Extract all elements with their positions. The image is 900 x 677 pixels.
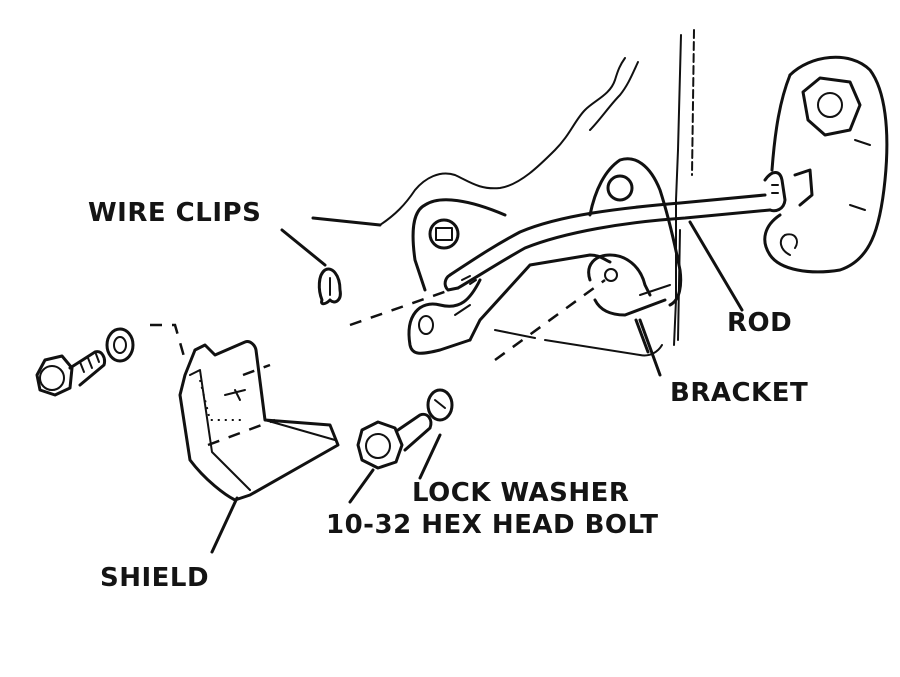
left-bolt bbox=[35, 327, 135, 397]
label-wire-clips: WIRE CLIPS bbox=[88, 198, 262, 228]
left-washer-icon bbox=[105, 327, 135, 363]
label-bracket: BRACKET bbox=[670, 378, 809, 408]
label-shield: SHIELD bbox=[100, 563, 210, 593]
hex-bolt-head-icon bbox=[356, 420, 404, 470]
assembly-lines bbox=[150, 278, 606, 362]
wire-clip bbox=[317, 267, 342, 306]
lower-bolt bbox=[356, 388, 454, 470]
shield bbox=[178, 340, 340, 502]
bracket bbox=[407, 157, 683, 355]
mounting-plate bbox=[411, 198, 507, 292]
nut-icon bbox=[428, 218, 460, 250]
wire-clip-leader bbox=[280, 228, 327, 267]
shield-leader bbox=[210, 496, 239, 554]
wire-clips-leader bbox=[311, 216, 382, 227]
bolt-head-icon bbox=[35, 354, 74, 397]
lever-nut-icon bbox=[801, 76, 862, 137]
lock-washer-icon bbox=[426, 388, 454, 422]
bolt-leader bbox=[348, 468, 375, 504]
rod bbox=[443, 171, 787, 292]
label-hex-head-bolt: 10-32 HEX HEAD BOLT bbox=[326, 510, 659, 540]
rod-leader bbox=[688, 220, 744, 312]
label-lock-washer: LOCK WASHER bbox=[412, 478, 630, 508]
leader-lines bbox=[210, 216, 744, 554]
washer-leader bbox=[418, 433, 442, 480]
label-rod: ROD bbox=[727, 308, 793, 338]
lever-arm bbox=[763, 55, 889, 274]
bracket-leader bbox=[638, 318, 662, 377]
